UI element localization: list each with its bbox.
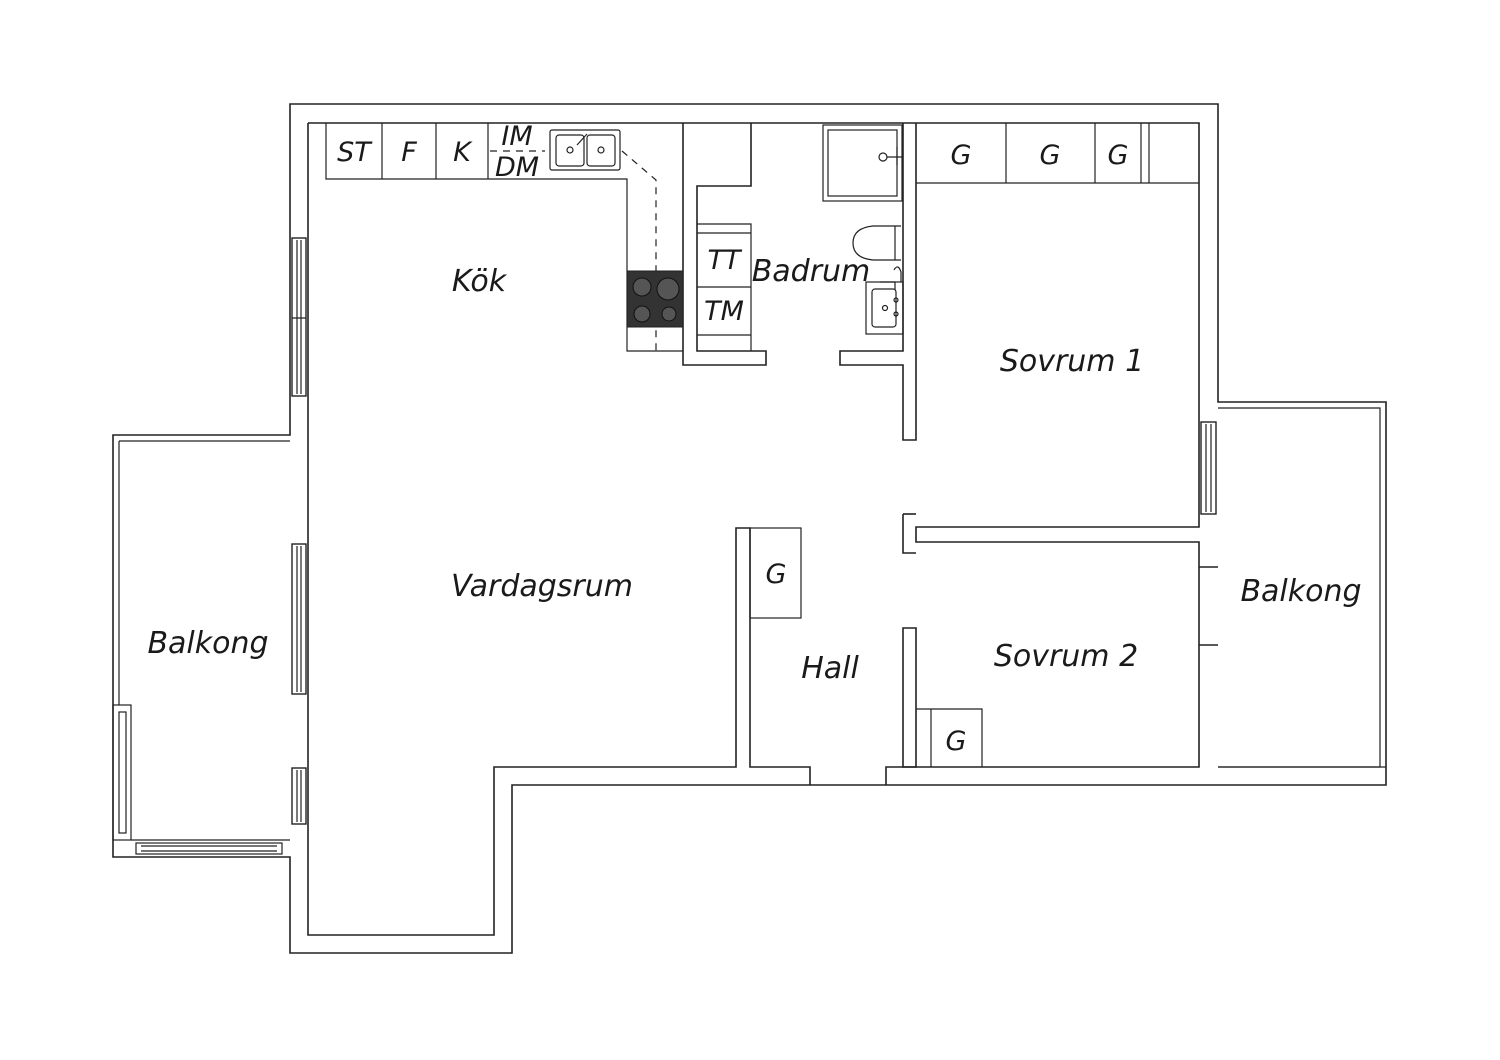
microwave-label: IM: [501, 121, 532, 152]
room-bathroom: Badrum: [752, 254, 871, 289]
tumble-dryer-label: TT: [708, 245, 743, 276]
room-balcony-left: Balkong: [147, 626, 268, 661]
interior-walls: [682, 123, 1218, 768]
washing-machine-label: TM: [704, 296, 744, 327]
wardrobe-label-1: G: [951, 140, 972, 171]
room-bedroom-1: Sovrum 1: [1000, 344, 1144, 379]
room-balcony-right: Balkong: [1240, 574, 1361, 609]
cupboard-label: K: [453, 137, 473, 168]
wardrobes: [749, 123, 1199, 767]
room-kitchen: Kök: [452, 264, 508, 299]
balcony-right: [1218, 407, 1386, 768]
wardrobe-label-hall: G: [766, 559, 787, 590]
room-living: Vardagsrum: [451, 569, 633, 604]
stove-label: ST: [337, 137, 373, 168]
wardrobe-label-bedroom2: G: [946, 726, 967, 757]
fridge-label: F: [401, 137, 417, 168]
wardrobe-label-2: G: [1040, 140, 1061, 171]
balcony-left: [112, 440, 290, 855]
outer-walls: [112, 103, 1387, 954]
bathroom-fixtures: [697, 124, 904, 351]
hob: [626, 270, 684, 328]
room-hall: Hall: [801, 651, 859, 686]
dishwasher-label: DM: [495, 152, 539, 183]
room-bedroom-2: Sovrum 2: [994, 639, 1138, 674]
windows: [291, 237, 1217, 825]
wardrobe-label-3: G: [1108, 140, 1129, 171]
